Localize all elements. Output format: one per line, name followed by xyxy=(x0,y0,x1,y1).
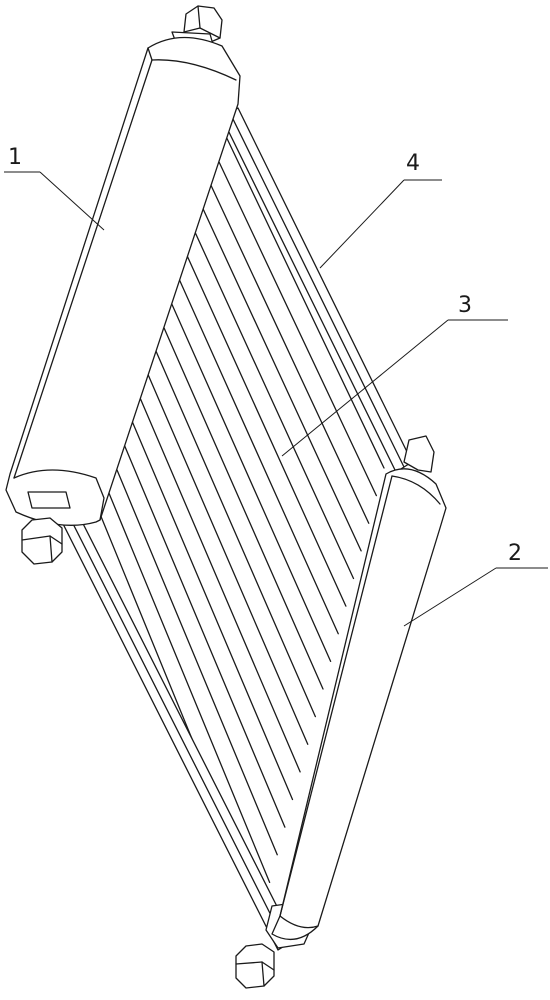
upper-side-bar xyxy=(221,107,435,473)
strip-line xyxy=(114,465,278,856)
strip-line xyxy=(190,223,355,580)
strip-line xyxy=(137,392,301,773)
strip-line xyxy=(129,416,294,801)
strip-line xyxy=(221,127,385,469)
strip-line xyxy=(206,175,370,524)
strip-line xyxy=(175,272,339,635)
label-1: 1 xyxy=(8,145,22,170)
label-3: 3 xyxy=(458,293,472,318)
strip-line xyxy=(122,440,286,828)
strip-line xyxy=(213,151,378,497)
strip-line xyxy=(183,247,347,607)
strip-line xyxy=(160,320,324,690)
strip-line xyxy=(167,296,332,663)
right-roller xyxy=(235,468,447,989)
label-4: 4 xyxy=(406,151,420,176)
strip-line xyxy=(152,344,317,718)
parallel-strips xyxy=(99,127,385,911)
leader-lines xyxy=(4,171,548,627)
strip-line xyxy=(106,489,271,884)
strip-line xyxy=(145,368,309,745)
left-roller xyxy=(5,5,241,565)
label-2: 2 xyxy=(508,541,522,566)
strip-line xyxy=(198,199,362,552)
